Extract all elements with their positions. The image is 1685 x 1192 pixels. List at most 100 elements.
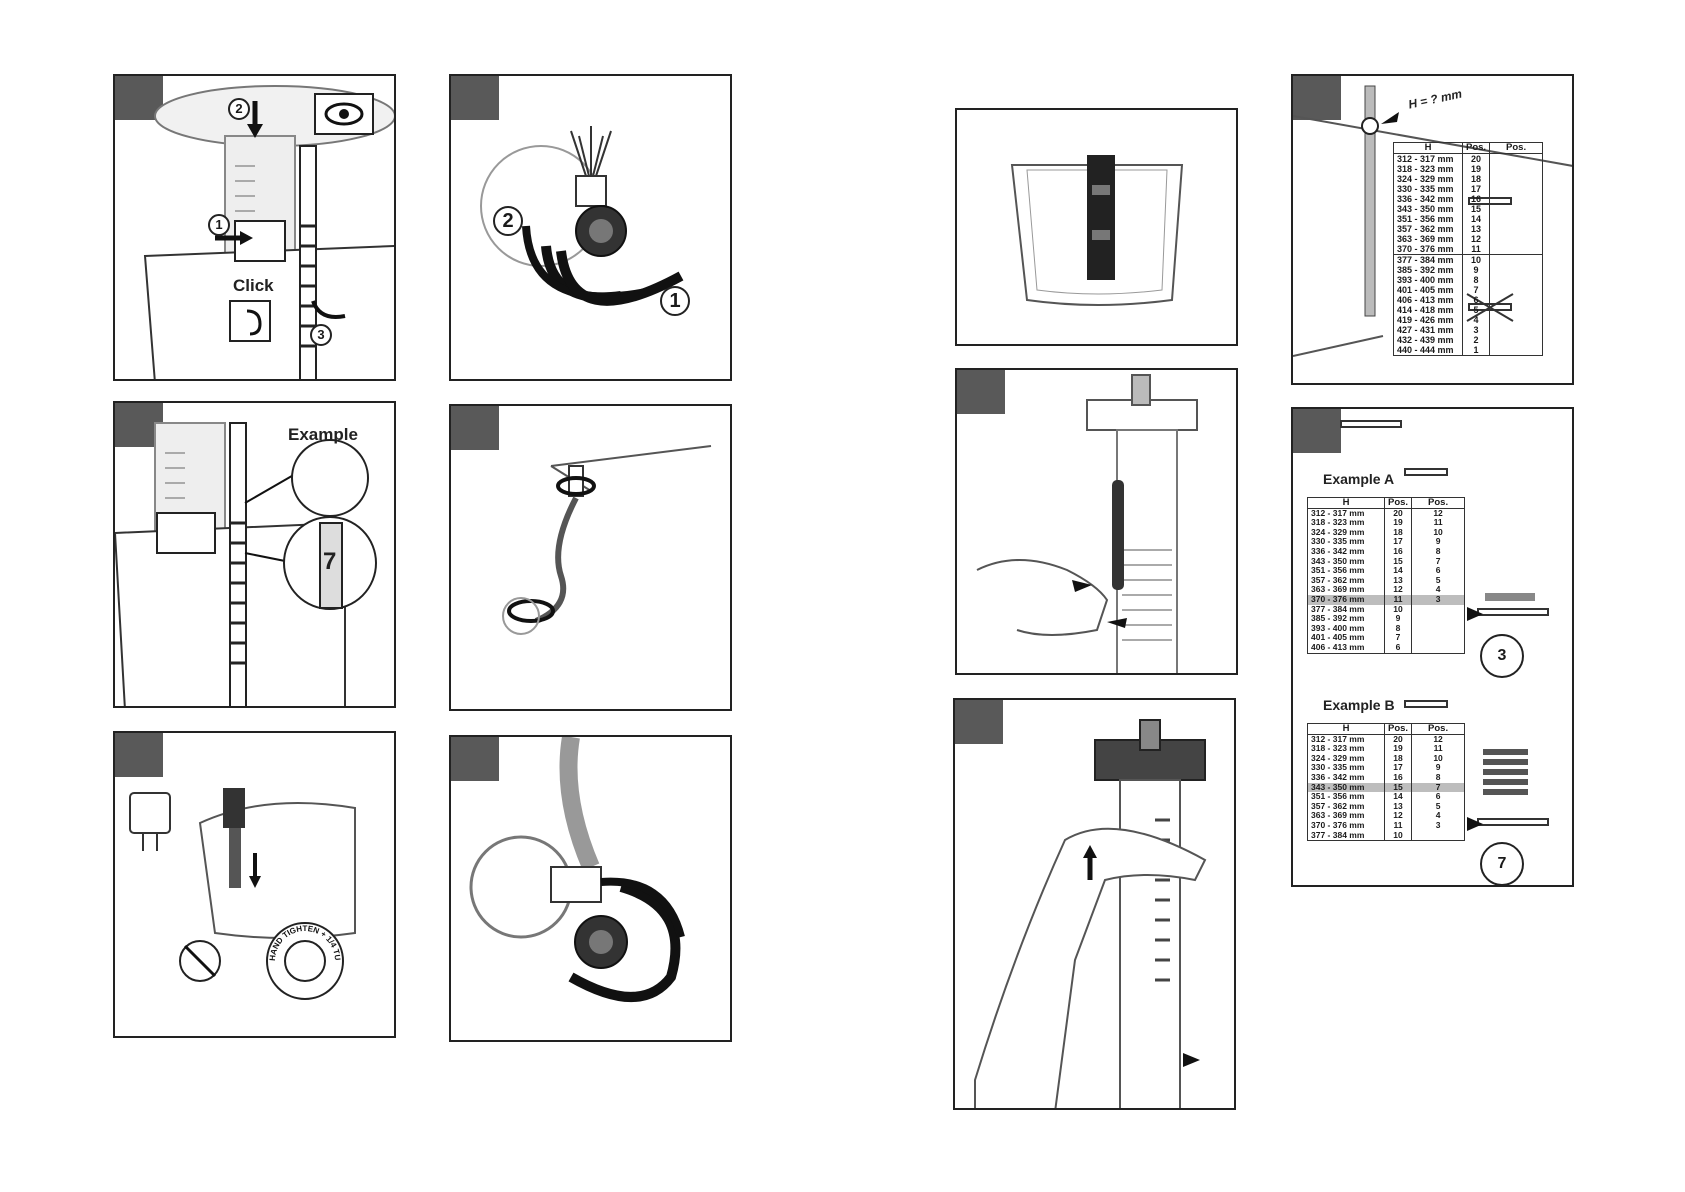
position-alt-cell — [1489, 204, 1544, 214]
position-value: 12 — [1461, 234, 1491, 244]
adjust-clip-illustration — [976, 374, 1198, 673]
col-pos: Pos. — [1461, 142, 1491, 154]
position-value: 19 — [1461, 164, 1491, 174]
step-marker-1: 1 — [660, 286, 690, 316]
example-label: Example — [288, 425, 358, 444]
height-range: 406 - 413 mm — [1393, 295, 1463, 305]
position-value: 11 — [1383, 594, 1413, 605]
position-alt-cell — [1489, 184, 1544, 194]
position-alt-cell — [1489, 325, 1544, 335]
position-value: 8 — [1461, 275, 1491, 285]
example-b-title: Example B — [1323, 697, 1395, 713]
position-alt-cell — [1489, 335, 1544, 345]
position-value: 9 — [1411, 763, 1466, 773]
position-value: 17 — [1383, 763, 1413, 773]
height-range: 432 - 439 mm — [1393, 335, 1463, 345]
height-range: 393 - 400 mm — [1393, 275, 1463, 285]
panel-tighten-supply — [449, 735, 732, 1042]
position-value: 19 — [1383, 518, 1413, 528]
height-range: 427 - 431 mm — [1393, 325, 1463, 335]
position-value: 15 — [1461, 204, 1491, 214]
open-valve-illustration — [480, 126, 684, 306]
height-range: 401 - 405 mm — [1393, 285, 1463, 295]
position-value: 5 — [1411, 801, 1466, 812]
position-value: 3 — [1411, 820, 1466, 831]
position-value: 3 — [1461, 325, 1491, 335]
step-marker-2: 2 — [493, 206, 523, 236]
position-value: 11 — [1461, 244, 1491, 255]
position-alt-cell — [1489, 224, 1544, 234]
height-range: 351 - 356 mm — [1393, 214, 1463, 224]
position-value: 4 — [1411, 585, 1466, 595]
position-value: 17 — [1461, 184, 1491, 194]
height-range: 363 - 369 mm — [1393, 234, 1463, 244]
panel-float-lock: 1 2 3 Click — [113, 74, 396, 381]
lift-float-illustration — [974, 719, 1207, 1108]
position-alt-cell — [1489, 254, 1544, 265]
col-pos: Pos. — [1383, 723, 1413, 735]
connect-hose-illustration — [502, 445, 712, 635]
click-label: Click — [233, 276, 274, 295]
position-alt-cell — [1489, 345, 1544, 356]
height-range: 370 - 376 mm — [1393, 244, 1463, 255]
position-value: 12 — [1383, 585, 1413, 595]
position-value: 10 — [1461, 254, 1491, 265]
position-alt-cell — [1489, 164, 1544, 174]
height-range: 330 - 335 mm — [1393, 184, 1463, 194]
position-value: 20 — [1383, 734, 1413, 745]
position-value: 7 — [1411, 782, 1466, 793]
position-value: 16 — [1461, 194, 1491, 204]
col-h: H — [1307, 723, 1385, 735]
position-alt-cell — [1489, 285, 1544, 295]
panel-adjust-clip — [955, 368, 1238, 675]
panel-height-marker: Example 7 — [113, 401, 396, 708]
step-tab — [955, 700, 1003, 744]
position-alt-cell — [1489, 153, 1544, 164]
col-h: H — [1307, 497, 1385, 509]
step-marker-2: 2 — [228, 98, 250, 120]
height-range: 318 - 323 mm — [1393, 164, 1463, 174]
position-value: 12 — [1411, 734, 1466, 745]
position-value: 10 — [1411, 527, 1466, 538]
height-range: 324 - 329 mm — [1393, 174, 1463, 184]
position-value: 4 — [1411, 811, 1466, 821]
step-tab — [957, 370, 1005, 414]
step-tab — [115, 733, 163, 777]
install-valve-illustration: HAND TIGHTEN + 1/4 TURN MAX — [115, 733, 356, 1000]
step-tab — [451, 76, 499, 120]
position-value: 6 — [1383, 642, 1413, 654]
position-value — [1411, 623, 1466, 634]
fill-valve-illustration — [143, 85, 394, 379]
position-value: 13 — [1461, 224, 1491, 234]
position-value: 5 — [1411, 575, 1466, 586]
height-range: 406 - 413 mm — [1307, 642, 1385, 654]
position-value: 7 — [1411, 556, 1466, 567]
position-value: 6 — [1411, 792, 1466, 802]
example-a-marker: 3 — [1480, 634, 1524, 678]
position-alt-cell — [1489, 174, 1544, 184]
step-tab — [1293, 409, 1341, 453]
marker-number: 7 — [323, 548, 337, 575]
height-range: 343 - 350 mm — [1393, 204, 1463, 214]
